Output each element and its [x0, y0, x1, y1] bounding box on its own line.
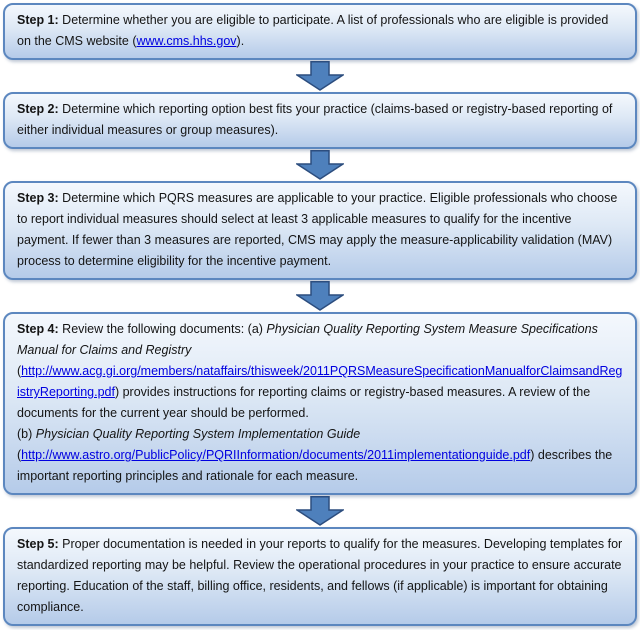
step-3-text: Step 3: Determine which PQRS measures ar… [17, 188, 623, 272]
text-run: Determine which PQRS measures are applic… [17, 191, 618, 268]
text-run: (b) [17, 427, 36, 441]
step-4-box: Step 4: Review the following documents: … [3, 312, 637, 495]
step-3-box: Step 3: Determine which PQRS measures ar… [3, 181, 637, 280]
text-run: Determine which reporting option best fi… [17, 102, 613, 137]
step-4-text: Step 4: Review the following documents: … [17, 319, 623, 487]
step-2-box: Step 2: Determine which reporting option… [3, 92, 637, 149]
text-run: Step 2: [17, 102, 59, 116]
text-run: Proper documentation is needed in your r… [17, 537, 623, 614]
text-run: ) describes the important reporting prin… [17, 448, 613, 483]
text-run: ( [17, 364, 22, 378]
step-5-box: Step 5: Proper documentation is needed i… [3, 527, 637, 626]
text-run: ). [236, 34, 245, 48]
text-run: ( [17, 448, 22, 462]
down-arrow-icon [296, 61, 344, 91]
text-run: Step 1: [17, 13, 59, 27]
text-run: Determine whether you are eligible to pa… [17, 13, 609, 48]
hyperlink[interactable]: www.cms.hhs.gov [136, 34, 237, 48]
step-5-text: Step 5: Proper documentation is needed i… [17, 534, 623, 618]
down-arrow-icon [296, 281, 344, 311]
text-run: ) provides instructions for reporting cl… [17, 385, 591, 420]
step-1-box: Step 1: Determine whether you are eligib… [3, 3, 637, 60]
down-arrow-icon [296, 150, 344, 180]
text-run: Physician Quality Reporting System Measu… [17, 322, 598, 357]
text-run: Physician Quality Reporting System Imple… [35, 427, 361, 441]
step-2-text: Step 2: Determine which reporting option… [17, 99, 623, 141]
down-arrow-icon [296, 496, 344, 526]
text-run: Review the following documents: (a) [58, 322, 267, 336]
text-run: Step 3: [17, 191, 59, 205]
hyperlink[interactable]: http://www.acg.gi.org/members/nataffairs… [17, 364, 623, 399]
text-run: Step 4: [17, 322, 59, 336]
step-1-text: Step 1: Determine whether you are eligib… [17, 10, 623, 52]
hyperlink[interactable]: http://www.astro.org/PublicPolicy/PQRIIn… [21, 448, 531, 462]
text-run: Step 5: [17, 537, 59, 551]
